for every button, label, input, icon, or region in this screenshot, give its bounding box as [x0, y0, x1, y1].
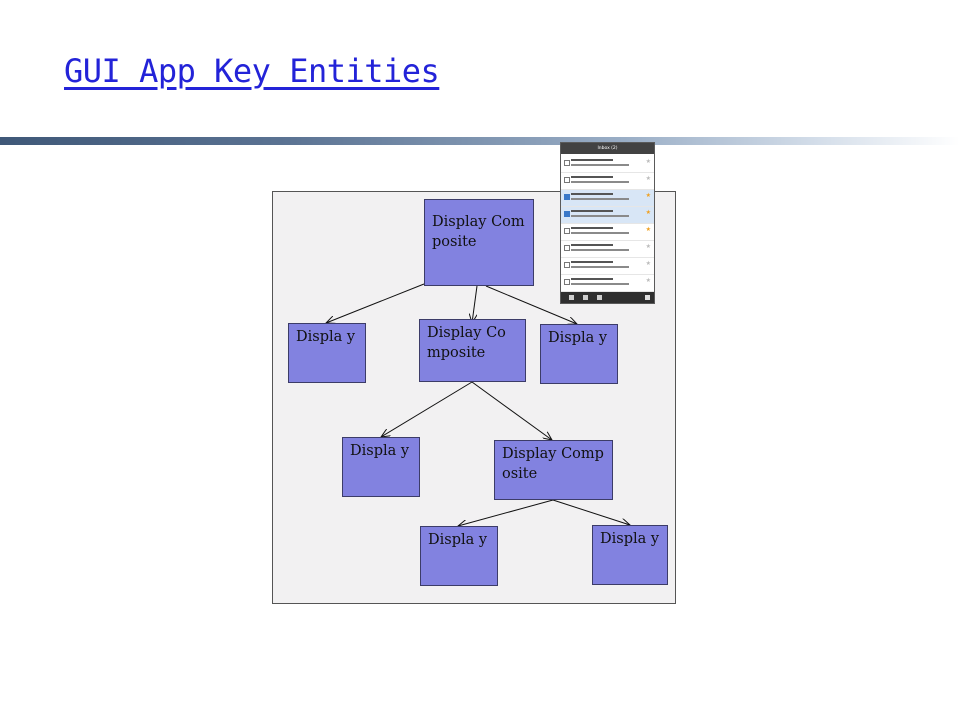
star-icon: ★ [645, 175, 651, 182]
message-sender-line [571, 193, 613, 195]
message-subject-line [571, 198, 629, 200]
star-icon: ★ [645, 192, 651, 199]
message-sender-line [571, 210, 613, 212]
screenshot-message-row: ★ [561, 207, 654, 224]
star-icon: ★ [645, 209, 651, 216]
node-lower-display: Displa y [342, 437, 420, 497]
email-app-screenshot: Inbox (2) ★ ★ ★ ★ ★ ★ ★ ★ [560, 142, 655, 304]
node-left-display: Displa y [288, 323, 366, 383]
node-root-display-composite: Display Composite [424, 199, 534, 286]
archive-icon [569, 295, 574, 300]
message-sender-line [571, 244, 613, 246]
star-icon: ★ [645, 226, 651, 233]
star-icon: ★ [645, 158, 651, 165]
edge-lower-composite-to-leaf-left [458, 499, 554, 526]
screenshot-message-row: ★ [561, 275, 654, 292]
node-mid-display-composite: Display Composite [419, 319, 526, 382]
edge-root-to-mid-composite [472, 285, 478, 323]
screenshot-message-row: ★ [561, 224, 654, 241]
star-icon: ★ [645, 243, 651, 250]
screenshot-message-row: ★ [561, 241, 654, 258]
message-sender-line [571, 261, 613, 263]
screenshot-message-row: ★ [561, 258, 654, 275]
edge-mid-to-lower-display [381, 381, 473, 437]
screenshot-action-bar [561, 292, 654, 303]
checkbox-icon [564, 211, 570, 217]
edge-lower-composite-to-leaf-right [552, 499, 630, 525]
node-lower-display-composite: Display Composite [494, 440, 613, 500]
screenshot-message-row: ★ [561, 173, 654, 190]
message-sender-line [571, 227, 613, 229]
title-divider [0, 137, 960, 145]
edge-root-to-left-display [326, 283, 425, 323]
checkbox-icon [564, 262, 570, 268]
screenshot-message-row: ★ [561, 190, 654, 207]
screenshot-header: Inbox (2) [561, 143, 654, 154]
message-sender-line [571, 159, 613, 161]
message-subject-line [571, 232, 629, 234]
node-right-display: Displa y [540, 324, 618, 384]
checkbox-icon [564, 194, 570, 200]
trash-icon [583, 295, 588, 300]
star-icon: ★ [645, 277, 651, 284]
checkbox-icon [564, 177, 570, 183]
star-icon: ★ [645, 260, 651, 267]
message-sender-line [571, 176, 613, 178]
edge-mid-to-lower-composite [471, 381, 552, 440]
message-subject-line [571, 181, 629, 183]
screenshot-message-row: ★ [561, 156, 654, 173]
checkbox-icon [564, 228, 570, 234]
node-leaf-display-right: Displa y [592, 525, 668, 585]
checkbox-icon [564, 279, 570, 285]
message-subject-line [571, 249, 629, 251]
message-subject-line [571, 215, 629, 217]
close-icon [645, 295, 650, 300]
edge-root-to-right-display [485, 285, 577, 324]
slide-title: GUI App Key Entities [64, 52, 440, 90]
message-subject-line [571, 283, 629, 285]
checkbox-icon [564, 160, 570, 166]
message-subject-line [571, 266, 629, 268]
node-leaf-display-left: Displa y [420, 526, 498, 586]
screenshot-header-title: Inbox (2) [597, 146, 618, 151]
checkbox-icon [564, 245, 570, 251]
message-subject-line [571, 164, 629, 166]
label-icon [597, 295, 602, 300]
message-sender-line [571, 278, 613, 280]
